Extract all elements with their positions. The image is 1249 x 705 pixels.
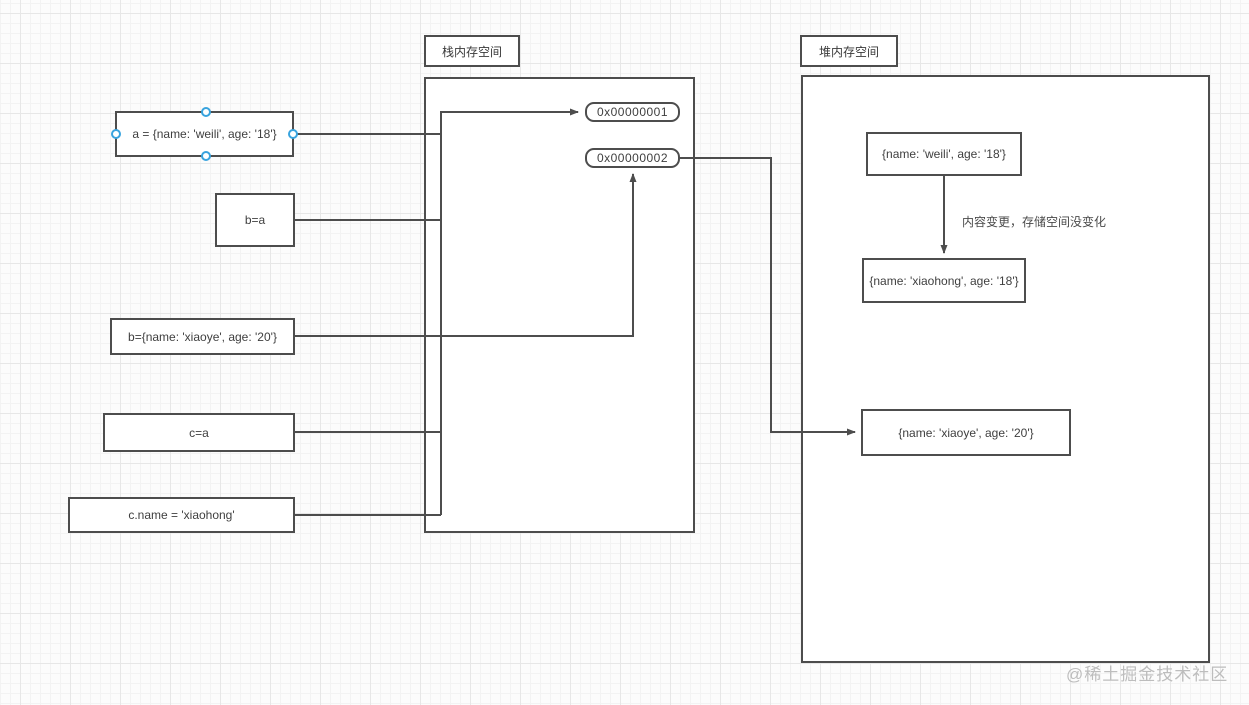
statement-box-a[interactable]: a = {name: 'weili', age: '18'} [111, 107, 298, 161]
address-1-label: 0x00000001 [596, 105, 669, 119]
watermark: @稀土掘金技术社区 [1066, 665, 1229, 684]
mutation-annotation: 内容变更，存储空间没变化 [962, 215, 1107, 229]
heap-title-label: 堆内存空间 [818, 44, 879, 59]
heap-object-weili[interactable]: {name: 'weili', age: '18'} [866, 132, 1022, 176]
address-box-2[interactable]: 0x00000002 [585, 148, 680, 168]
statement-a-label: a = {name: 'weili', age: '18'} [132, 127, 277, 141]
statement-b-assign-label: b=a [244, 213, 266, 227]
selection-handle-left[interactable] [111, 129, 121, 139]
selection-handle-right[interactable] [288, 129, 298, 139]
statement-box-c-assign[interactable]: c=a [103, 413, 295, 452]
selection-handle-top[interactable] [201, 107, 211, 117]
stack-title-box[interactable]: 栈内存空间 [424, 35, 520, 67]
statement-box-c-name[interactable]: c.name = 'xiaohong' [68, 497, 295, 533]
heap-object-xiaoye[interactable]: {name: 'xiaoye', age: '20'} [861, 409, 1071, 456]
statement-c-name-label: c.name = 'xiaohong' [128, 508, 235, 522]
statement-box-b-assign[interactable]: b=a [215, 193, 295, 247]
address-box-1[interactable]: 0x00000001 [585, 102, 680, 122]
statement-c-assign-label: c=a [189, 425, 209, 440]
heap-object-xiaohong-label: {name: 'xiaohong', age: '18'} [869, 273, 1019, 288]
address-2-label: 0x00000002 [596, 151, 669, 165]
selection-handle-bottom[interactable] [201, 151, 211, 161]
stack-title-label: 栈内存空间 [441, 44, 502, 59]
connector-b-object-to-addr2[interactable] [295, 173, 637, 337]
heap-object-xiaoye-label: {name: 'xiaoye', age: '20'} [898, 425, 1034, 440]
heap-title-box[interactable]: 堆内存空间 [800, 35, 898, 67]
statement-b-object-label: b={name: 'xiaoye', age: '20'} [128, 329, 277, 344]
connector-trunk-to-addr1[interactable] [440, 108, 579, 515]
statement-box-b-object[interactable]: b={name: 'xiaoye', age: '20'} [110, 318, 295, 355]
connector-addr2-to-heap-xiaoye[interactable] [680, 157, 856, 436]
heap-object-weili-label: {name: 'weili', age: '18'} [882, 147, 1006, 161]
heap-object-xiaohong[interactable]: {name: 'xiaohong', age: '18'} [862, 258, 1026, 303]
